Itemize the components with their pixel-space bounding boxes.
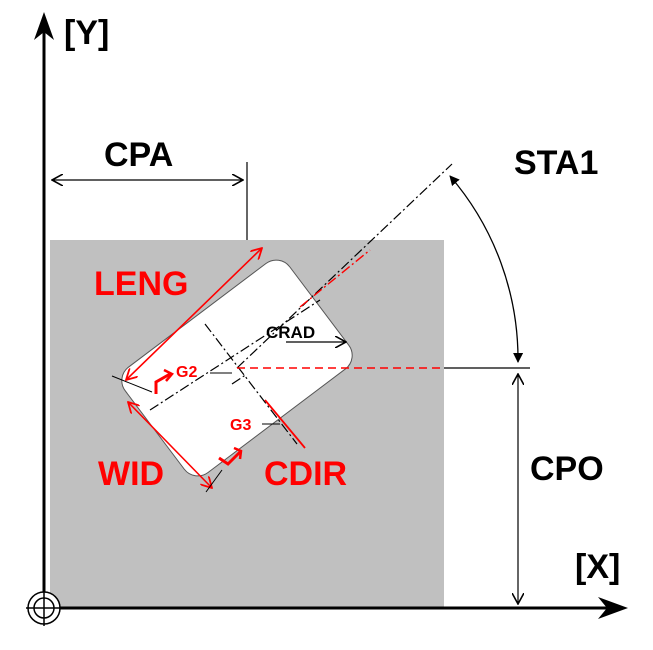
- wid-dimension: [128, 402, 223, 493]
- cpa-label: CPA: [104, 136, 173, 174]
- sta1-angle-arc: [449, 175, 524, 363]
- g2-label: G2: [176, 364, 197, 381]
- g2-arc-arrow-icon: [154, 368, 174, 394]
- leng-label: LENG: [94, 265, 188, 303]
- g3-label: G3: [230, 417, 251, 434]
- x-axis-arrow-icon: [598, 597, 628, 619]
- cpo-dimension: [444, 367, 530, 604]
- crad-label: CRAD: [266, 323, 315, 342]
- leng-dimension: [111, 248, 262, 393]
- x-axis-label: [X]: [575, 548, 620, 586]
- y-axis-label: [Y]: [64, 14, 109, 52]
- angle-reference-line: [299, 249, 371, 308]
- wid-label: WID: [98, 455, 164, 493]
- cdir-label: CDIR: [264, 455, 347, 493]
- cdir-pointer: [264, 399, 306, 449]
- origin-crosshair-icon: [26, 590, 62, 626]
- y-axis-arrow-icon: [34, 12, 54, 40]
- cpo-label: CPO: [530, 450, 604, 488]
- sta1-label: STA1: [514, 144, 598, 182]
- cpa-dimension: [52, 162, 248, 240]
- g3-arc-arrow-icon: [218, 446, 243, 466]
